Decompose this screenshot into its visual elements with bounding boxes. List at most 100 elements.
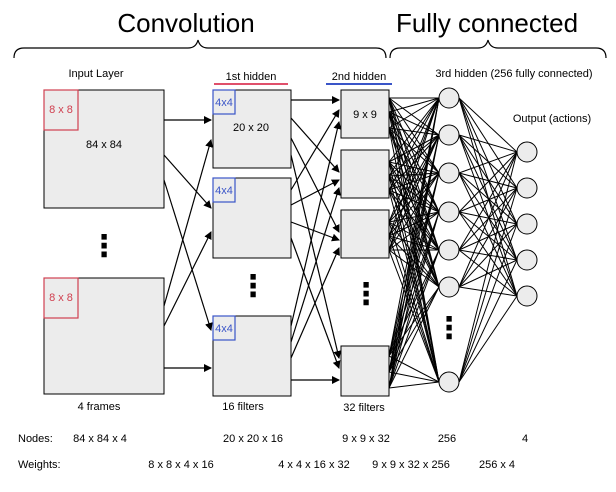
output-nodes — [516, 141, 538, 307]
hidden3-label: 3rd hidden (256 fully connected) — [435, 68, 592, 80]
nodes-value-output: 4 — [522, 433, 528, 445]
connection-line — [388, 134, 440, 237]
weights-value-3: 9 x 9 x 32 x 256 — [372, 459, 450, 471]
fully-connected-title: Fully connected — [396, 8, 578, 38]
input-layer-label: Input Layer — [68, 68, 123, 80]
connection-line — [388, 371, 440, 383]
hidden1-size-label: 20 x 20 — [233, 122, 269, 134]
connection-line — [458, 97, 518, 153]
hidden2-box-2 — [340, 149, 390, 199]
hidden3-nodes — [438, 87, 460, 393]
hidden3-node — [438, 201, 460, 223]
hidden3-node — [438, 371, 460, 393]
output-node — [516, 285, 538, 307]
convolution-title: Convolution — [117, 8, 254, 38]
arrow — [163, 179, 213, 331]
hidden3-node — [438, 239, 460, 261]
fully-connected-brace — [389, 39, 607, 59]
connection-line — [388, 134, 440, 223]
connection-line — [388, 97, 440, 191]
hidden2-box-1 — [340, 89, 390, 139]
hidden2-box-3 — [340, 209, 390, 259]
hidden3-node — [438, 162, 460, 184]
hidden1-box-2 — [212, 177, 292, 259]
input-size-label: 84 x 84 — [86, 139, 122, 151]
connection-line — [388, 97, 440, 163]
connection-line — [388, 134, 440, 251]
hidden1-box-3 — [212, 315, 292, 397]
connection-line — [388, 127, 440, 174]
connection-line — [388, 381, 440, 389]
connection-line — [458, 295, 518, 383]
connection-line — [388, 249, 440, 383]
input-dots: ⋮ — [89, 230, 119, 263]
input-to-hidden1-arrows — [163, 116, 213, 372]
hidden2-dots: ⋮ — [351, 278, 381, 311]
connection-line — [458, 286, 518, 297]
hidden1-dots: ⋮ — [238, 270, 268, 303]
hidden2-size-label: 9 x 9 — [353, 109, 377, 121]
connection-line — [388, 249, 440, 389]
convolution-brace — [13, 39, 387, 59]
hidden2-box-4 — [340, 345, 390, 397]
connection-line — [388, 134, 440, 389]
connection-line — [458, 259, 518, 288]
connection-line — [388, 127, 440, 136]
nodes-value-hidden3: 256 — [438, 433, 456, 445]
hidden1-box-1 — [212, 89, 292, 169]
connection-line — [388, 127, 440, 288]
connection-line — [388, 97, 440, 136]
hidden1-label: 1st hidden — [226, 71, 277, 83]
hidden2-filters-label: 32 filters — [343, 402, 385, 414]
connection-line — [388, 172, 440, 389]
connection-line — [388, 97, 440, 174]
hidden2-label: 2nd hidden — [332, 71, 386, 83]
weights-value-1: 8 x 8 x 4 x 16 — [148, 459, 213, 471]
arrow — [290, 221, 340, 242]
connection-line — [458, 151, 518, 251]
hidden1-kernel-1 — [212, 89, 236, 115]
connection-line — [388, 111, 440, 174]
nodes-row-label: Nodes: — [18, 433, 53, 445]
output-node — [516, 213, 538, 235]
output-node — [516, 177, 538, 199]
nodes-value-hidden1: 20 x 20 x 16 — [223, 433, 283, 445]
hidden3-to-output-connections — [458, 97, 518, 383]
connection-line — [458, 172, 518, 261]
connection-line — [458, 172, 518, 189]
connection-line — [388, 172, 440, 251]
arrow — [290, 247, 340, 359]
hidden1-kernel-2 — [212, 177, 236, 203]
connection-line — [388, 111, 440, 136]
weights-row-label: Weights: — [18, 459, 61, 471]
arrow — [290, 117, 340, 173]
hidden3-node — [438, 87, 460, 109]
hidden1-to-hidden2-arrows — [290, 96, 342, 384]
connection-line — [458, 151, 518, 213]
connection-line — [458, 172, 518, 297]
connection-line — [458, 134, 518, 153]
hidden1-kernel-1-label: 4x4 — [215, 97, 233, 109]
connection-line — [458, 187, 518, 288]
connection-line — [388, 97, 440, 223]
connection-line — [388, 97, 440, 237]
hidden1-kernel-3 — [212, 315, 236, 341]
connection-line — [388, 134, 440, 373]
connection-line — [458, 259, 518, 383]
connection-line — [388, 97, 440, 113]
arrow — [290, 109, 340, 191]
connection-line — [458, 134, 518, 297]
connection-line — [388, 286, 440, 389]
hidden1-filters-label: 16 filters — [222, 401, 264, 413]
arrow — [290, 137, 340, 233]
arrow — [290, 154, 342, 359]
connection-line — [458, 211, 518, 297]
connection-line — [388, 127, 440, 213]
nodes-value-hidden2: 9 x 9 x 32 — [342, 433, 390, 445]
hidden2-to-hidden3-connections — [388, 97, 440, 389]
weights-value-2: 4 x 4 x 16 x 32 — [278, 459, 350, 471]
input-frames-label: 4 frames — [78, 401, 121, 413]
connection-line — [458, 211, 518, 261]
connection-line — [388, 97, 440, 389]
